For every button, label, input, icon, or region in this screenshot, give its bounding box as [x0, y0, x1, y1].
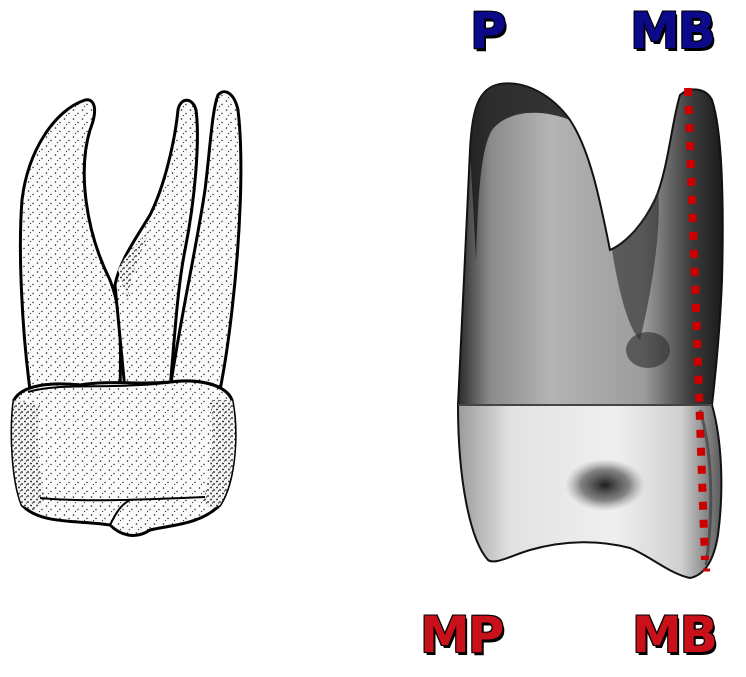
label-mp-bottom: MP	[420, 610, 502, 660]
tooth-photo-right	[458, 83, 723, 578]
label-mb-top: MB	[630, 6, 714, 56]
label-p-top: P	[470, 6, 505, 56]
label-mb-bottom: MB	[632, 610, 716, 660]
tooth-drawing-left	[12, 92, 241, 536]
